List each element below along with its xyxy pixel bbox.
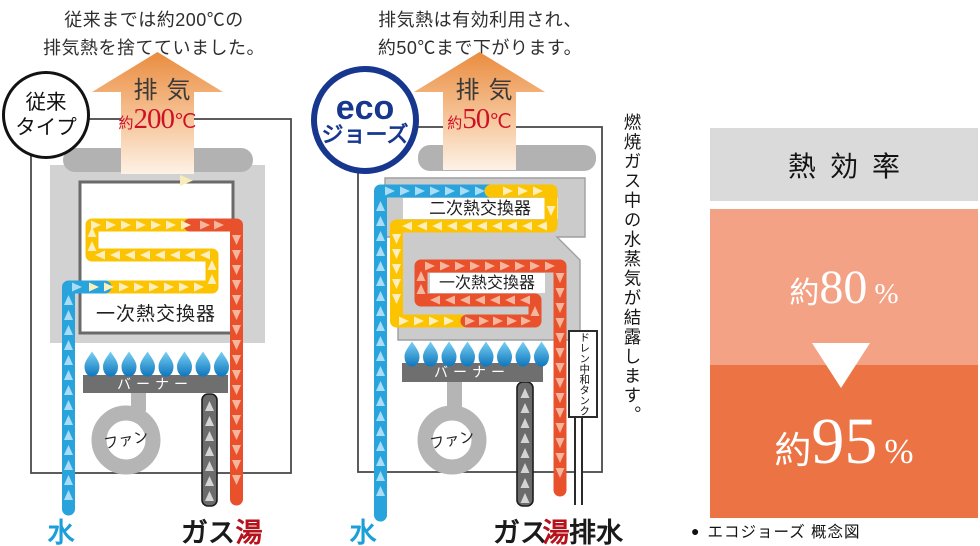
fan-label: ファン: [103, 429, 150, 453]
secondary-exchanger-box: [403, 198, 558, 219]
after-value: 95: [811, 404, 878, 478]
primary-exchanger-box: [430, 273, 545, 293]
conventional-note: 従来までは約200℃の 排気熱を捨てていました。: [28, 6, 280, 62]
burner-label: バーナー: [117, 378, 193, 393]
eco-note-line2: 約50℃まで下がります。: [377, 38, 583, 58]
legend-gas-conventional: ガス: [181, 518, 235, 546]
temp-prefix: 約: [447, 116, 463, 132]
hot-water-coil: [414, 259, 567, 497]
exhaust-label-conventional: 排気: [133, 78, 200, 104]
temp-value: 50: [462, 103, 490, 135]
primary-exchanger-label: 一次熱交換器: [96, 303, 216, 325]
temp-prefix: 約: [118, 116, 134, 132]
primary-exchanger-label: 一次熱交換器: [439, 274, 535, 292]
legend-gas-eco: ガス: [493, 518, 547, 546]
eco-jozu-badge: eco ジョーズ: [311, 66, 419, 174]
cold-water-pipe: [374, 184, 504, 522]
burner-bar: [83, 375, 228, 393]
drain-tank-label: ドレン中和タンク: [578, 332, 590, 416]
efficiency-title: 熱効率: [710, 128, 978, 201]
fan-stem: [447, 382, 462, 408]
after-unit: %: [884, 431, 914, 471]
caption-text: エコジョーズ 概念図: [707, 524, 861, 541]
exhaust-label-eco: 排気: [455, 78, 522, 104]
after-prefix: 約: [774, 430, 812, 472]
before-value: 80: [819, 260, 868, 314]
fan-stem: [131, 393, 146, 411]
flow-arrows: [376, 186, 565, 503]
eco-note-line1: 排気熱は有効利用され、: [378, 10, 582, 30]
condensation-note: 燃焼ガス中の水蒸気が結露します。: [622, 113, 642, 425]
legend-water-conventional: 水: [47, 518, 75, 546]
temp-value: 200: [133, 103, 175, 135]
legend-hotwater-conventional: 湯: [235, 518, 263, 546]
temp-unit: ℃: [489, 111, 512, 133]
stray-arrow: [180, 175, 193, 186]
before-unit: %: [874, 277, 899, 310]
exhaust-arrow-eco: [414, 52, 545, 170]
temp-unit: ℃: [174, 111, 197, 133]
down-triangle-icon: [812, 343, 870, 388]
bullet-icon: ●: [691, 523, 700, 539]
burner-label: バーナー: [434, 366, 510, 381]
flow-arrows: [64, 220, 241, 501]
badge-line2: ジョーズ: [321, 122, 409, 147]
fan-ring: [91, 405, 161, 475]
secondary-exchanger-label: 二次熱交換器: [429, 199, 531, 218]
burner-bar: [402, 363, 543, 382]
fan-ring: [417, 405, 487, 475]
badge-line1: 従来: [25, 91, 67, 114]
legend-water-eco: 水: [349, 518, 377, 546]
badge-line2: タイプ: [15, 116, 77, 139]
conventional-note-line2: 排気熱を捨てていました。: [43, 38, 265, 58]
drain-tank: ドレン中和タンク: [568, 330, 598, 418]
legend-hotwater-eco: 湯: [542, 518, 570, 546]
before-prefix: 約: [789, 276, 820, 310]
conventional-type-badge: 従来 タイプ: [2, 71, 90, 159]
burner-flames: [404, 341, 549, 367]
fan-label: ファン: [429, 429, 476, 453]
legend-drain-eco: 排水: [569, 518, 623, 546]
burner-flames: [84, 351, 229, 377]
exhaust-arrow-conventional: [92, 52, 223, 174]
figure-caption: ● エコジョーズ 概念図: [691, 520, 861, 542]
drain-pipe: [574, 416, 583, 505]
conventional-unit-diagram: 一次熱交換器 バーナー ファン: [30, 118, 292, 516]
eco-note: 排気熱は有効利用され、 約50℃まで下がります。: [366, 6, 594, 62]
conventional-note-line1: 従来までは約200℃の: [64, 10, 244, 30]
badge-line1: eco: [335, 89, 395, 127]
